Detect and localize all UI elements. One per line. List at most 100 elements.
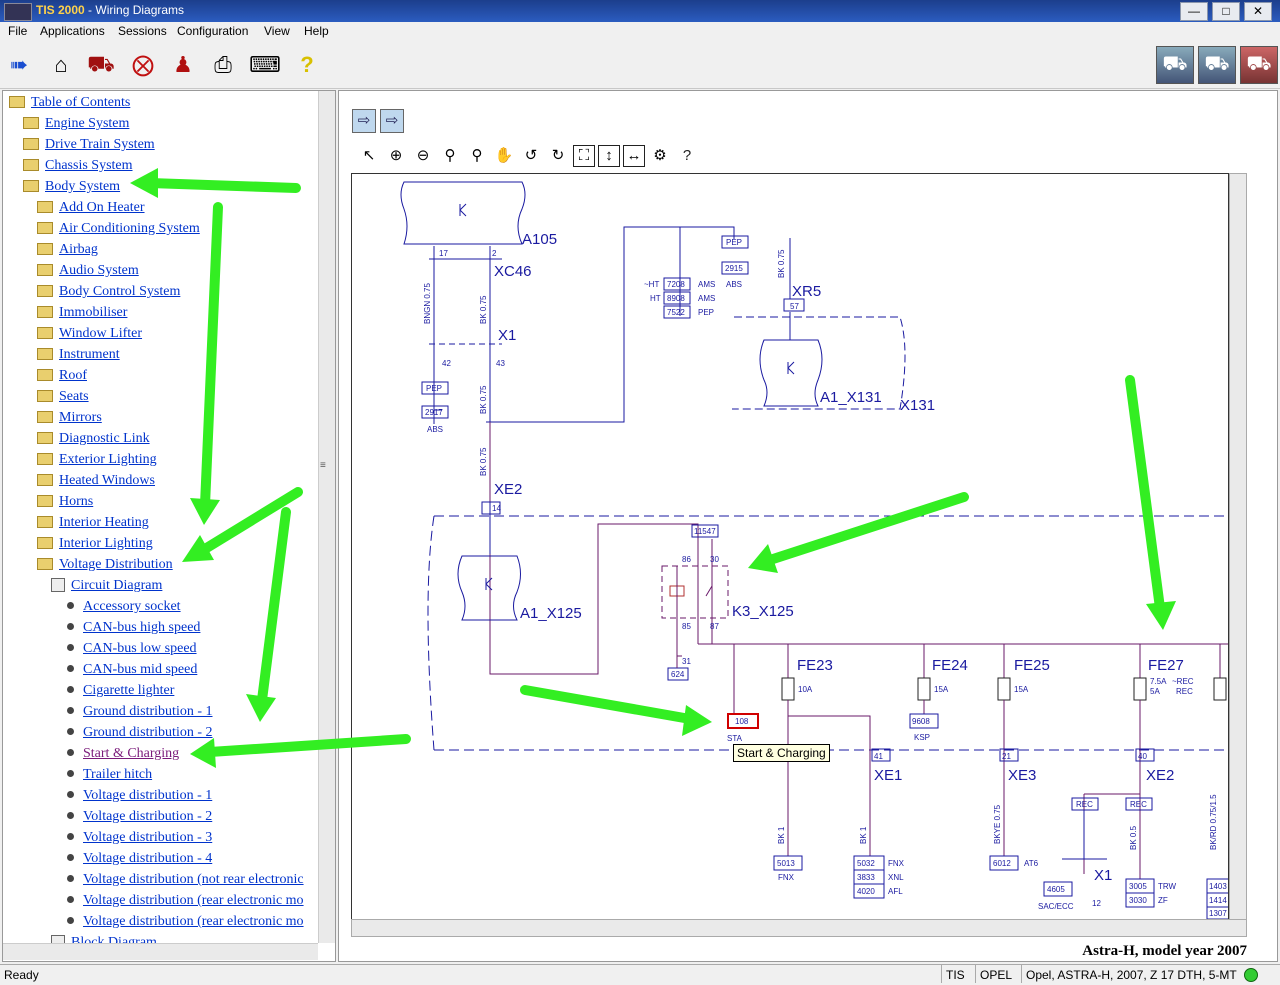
tree-item-body-9[interactable]: Seats — [37, 387, 89, 407]
diagram-horizontal-scrollbar[interactable] — [351, 919, 1247, 937]
tree-leaf-12[interactable]: Voltage distribution - 4 — [67, 849, 212, 869]
fit-window-icon[interactable]: ⛶ — [573, 145, 595, 167]
forward-button[interactable]: ⇨ — [380, 109, 404, 133]
svg-text:BK 1: BK 1 — [859, 826, 868, 844]
pointer-icon[interactable]: ↖ — [362, 147, 376, 164]
menu-help[interactable]: Help — [304, 24, 329, 38]
tree-item-body-8[interactable]: Roof — [37, 366, 87, 386]
print-icon[interactable]: ⎙ — [214, 52, 232, 77]
tree-item-body-4[interactable]: Body Control System — [37, 282, 180, 302]
vehicle-select-icon[interactable]: ⛟ — [1156, 46, 1194, 84]
close-button[interactable]: ✕ — [1244, 2, 1272, 21]
bullet-icon — [67, 749, 74, 757]
service-icon[interactable]: ⛟ — [1240, 46, 1278, 84]
tree-item-body-6[interactable]: Window Lifter — [37, 324, 142, 344]
svg-text:15A: 15A — [934, 685, 949, 694]
svg-text:TRW: TRW — [1158, 882, 1177, 891]
tree-vertical-scrollbar[interactable] — [318, 91, 335, 943]
zoom-icon[interactable]: ⚲ — [444, 147, 456, 164]
zoom-in-icon[interactable]: ⊕ — [389, 147, 403, 164]
tree-leaf-6[interactable]: Ground distribution - 2 — [67, 723, 213, 743]
tree-leaf-9[interactable]: Voltage distribution - 1 — [67, 786, 212, 806]
settings-icon[interactable]: ⚙ — [653, 147, 667, 164]
tree-leaf-5[interactable]: Ground distribution - 1 — [67, 702, 213, 722]
zoom-area-icon[interactable]: ⚲ — [471, 147, 483, 164]
viewer-help-icon[interactable]: ? — [682, 147, 692, 164]
svg-text:21: 21 — [1002, 752, 1011, 761]
tree-item-chassis-system[interactable]: Chassis System — [23, 156, 133, 176]
svg-text:12: 12 — [1092, 899, 1101, 908]
back-button[interactable]: ⇨ — [352, 109, 376, 133]
tree-item-body-0[interactable]: Add On Heater — [37, 198, 145, 218]
tree-item-body-7[interactable]: Instrument — [37, 345, 120, 365]
tree-item-body-3[interactable]: Audio System — [37, 261, 139, 281]
svg-text:40: 40 — [1138, 752, 1147, 761]
home-icon[interactable]: ⌂ — [54, 52, 68, 77]
svg-text:BK 0.75: BK 0.75 — [479, 447, 488, 476]
tree-item-body-17[interactable]: Voltage Distribution — [37, 555, 173, 575]
rotate-right-icon[interactable]: ↻ — [551, 147, 565, 164]
fit-height-icon[interactable]: ↕ — [598, 145, 620, 167]
tree-item-body-16[interactable]: Interior Lighting — [37, 534, 153, 554]
tree-item-body-5[interactable]: Immobiliser — [37, 303, 127, 323]
rotate-left-icon[interactable]: ↺ — [524, 147, 538, 164]
tree-leaf-7[interactable]: Start & Charging — [67, 744, 179, 764]
svg-text:~HT: ~HT — [644, 280, 659, 289]
zoom-out-icon[interactable]: ⊖ — [416, 147, 430, 164]
tree-item-body-14[interactable]: Horns — [37, 492, 93, 512]
menu-applications[interactable]: Applications — [40, 24, 105, 38]
menu-file[interactable]: File — [8, 24, 28, 38]
diagnostics-icon[interactable]: ⛟ — [1198, 46, 1236, 84]
tree-leaf-15[interactable]: Voltage distribution (rear electronic mo — [67, 912, 304, 932]
tree-leaf-0[interactable]: Accessory socket — [67, 597, 181, 617]
folder-icon — [37, 515, 53, 528]
minimize-button[interactable]: — — [1180, 2, 1208, 21]
svg-text:1307: 1307 — [1209, 909, 1227, 918]
svg-text:AMS: AMS — [698, 280, 715, 289]
tree-item-body-13[interactable]: Heated Windows — [37, 471, 155, 491]
tree-leaf-11[interactable]: Voltage distribution - 3 — [67, 828, 212, 848]
tree-leaf-3[interactable]: CAN-bus mid speed — [67, 660, 197, 680]
svg-text:PEP: PEP — [698, 308, 714, 317]
tree-leaf-2[interactable]: CAN-bus low speed — [67, 639, 197, 659]
label-xe3: XE3 — [1008, 767, 1036, 784]
user-icon[interactable]: ♟ — [173, 52, 193, 77]
tree-item-engine-system[interactable]: Engine System — [23, 114, 129, 134]
svg-text:10A: 10A — [798, 685, 813, 694]
folder-icon — [23, 137, 39, 150]
tree-root[interactable]: Table of Contents — [9, 93, 130, 113]
notes-icon[interactable]: ⌨ — [249, 52, 281, 77]
tree-horizontal-scrollbar[interactable] — [3, 943, 318, 960]
exit-icon[interactable]: ➠ — [9, 52, 29, 77]
help-icon[interactable]: ? — [300, 52, 314, 77]
tree-item-body-10[interactable]: Mirrors — [37, 408, 102, 428]
diagram-vertical-scrollbar[interactable] — [1229, 173, 1247, 920]
menu-sessions[interactable]: Sessions — [118, 24, 167, 38]
tree-leaf-13[interactable]: Voltage distribution (not rear electroni… — [67, 870, 304, 890]
bullet-icon — [67, 854, 74, 862]
tree-item-body-1[interactable]: Air Conditioning System — [37, 219, 200, 239]
pan-hand-icon[interactable]: ✋ — [494, 147, 514, 164]
menu-configuration[interactable]: Configuration — [177, 24, 249, 38]
tree-item-body-system[interactable]: Body System — [23, 177, 120, 197]
stop-icon[interactable]: ⨂ — [132, 52, 154, 77]
menu-view[interactable]: View — [264, 24, 290, 38]
fit-width-icon[interactable]: ↔ — [623, 145, 645, 167]
maximize-button[interactable]: □ — [1212, 2, 1240, 21]
tree-leaf-1[interactable]: CAN-bus high speed — [67, 618, 200, 638]
tree-leaf-4[interactable]: Cigarette lighter — [67, 681, 174, 701]
tooltip: Start & Charging — [733, 744, 830, 762]
tree-item-body-11[interactable]: Diagnostic Link — [37, 429, 150, 449]
vehicle-icon[interactable]: ⛟ — [87, 50, 115, 76]
tree-item-circuit-diagram[interactable]: Circuit Diagram — [51, 576, 162, 596]
tree-item-drive-train-system[interactable]: Drive Train System — [23, 135, 155, 155]
tree-item-body-2[interactable]: Airbag — [37, 240, 98, 260]
pane-splitter[interactable]: ≡ — [320, 460, 326, 471]
tree-item-body-12[interactable]: Exterior Lighting — [37, 450, 157, 470]
tree-leaf-8[interactable]: Trailer hitch — [67, 765, 152, 785]
tree-item-body-15[interactable]: Interior Heating — [37, 513, 149, 533]
svg-text:HT: HT — [650, 294, 661, 303]
wiring-diagram-canvas[interactable]: A105 XC46 X1 XR5 A1_X131 X131 XE2 A1_X12… — [351, 173, 1229, 920]
tree-leaf-10[interactable]: Voltage distribution - 2 — [67, 807, 212, 827]
tree-leaf-14[interactable]: Voltage distribution (rear electronic mo — [67, 891, 304, 911]
